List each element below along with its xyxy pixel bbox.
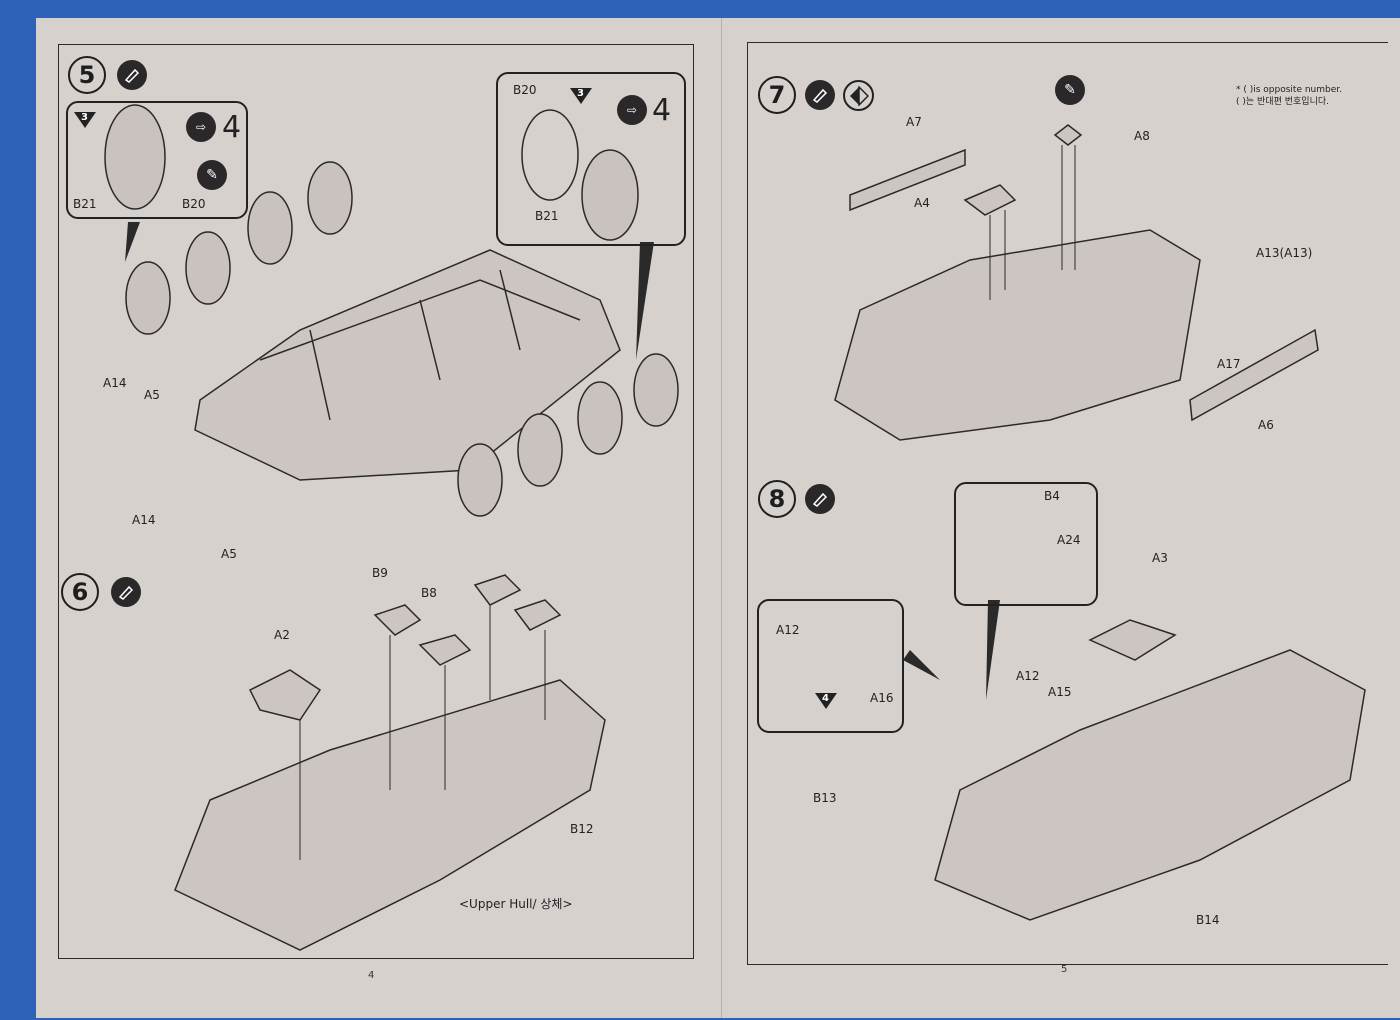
detail-pointer xyxy=(986,600,1000,700)
part-label-a7: A7 xyxy=(906,115,922,129)
part-label-b9: B9 xyxy=(372,566,388,580)
step-number-7: 7 xyxy=(758,76,796,114)
step-number-5: 5 xyxy=(68,56,106,94)
repeat-icon: ⇨ xyxy=(186,112,216,142)
detail-pointer xyxy=(125,222,140,262)
opposite-number-note: * ( )is opposite number. ( )는 반대편 번호입니다. xyxy=(1236,84,1342,108)
part-label-a6: A6 xyxy=(1258,418,1274,432)
note-ko: ( )는 반대편 번호입니다. xyxy=(1236,97,1329,107)
part-label-a2: A2 xyxy=(274,628,290,642)
part-label-a12: A12 xyxy=(1016,669,1040,683)
part-label-a5: A5 xyxy=(144,388,160,402)
detail-pointer xyxy=(903,650,940,680)
part-label-a3: A3 xyxy=(1152,551,1168,565)
part-label-b21: B21 xyxy=(73,197,97,211)
paint-icon xyxy=(843,80,874,111)
part-label-a5: A5 xyxy=(221,547,237,561)
step-number-6: 6 xyxy=(61,573,99,611)
note-en: * ( )is opposite number. xyxy=(1236,85,1343,95)
wheels-step5 xyxy=(104,104,679,517)
part-label-b13: B13 xyxy=(813,791,837,805)
part-label-b20: B20 xyxy=(513,83,537,97)
repeat-icon: ⇨ xyxy=(617,95,647,125)
part-label-a4: A4 xyxy=(914,196,930,210)
glue-icon xyxy=(117,60,147,90)
part-label-a12: A12 xyxy=(776,623,800,637)
page-number-right: 5 xyxy=(1061,964,1068,975)
step8-hull-drawing xyxy=(934,619,1366,921)
assembly-lines-step7 xyxy=(989,145,1076,300)
part-label-b8: B8 xyxy=(421,586,437,600)
step-number-8: 8 xyxy=(758,480,796,518)
step8-detail-top xyxy=(954,482,1098,606)
upper-hull-drawing xyxy=(174,574,606,951)
part-label-b12: B12 xyxy=(570,822,594,836)
step5-detail-left xyxy=(66,101,248,219)
part-label-b20: B20 xyxy=(182,197,206,211)
glue-icon xyxy=(805,484,835,514)
part-label-a13: A13(A13) xyxy=(1256,246,1313,260)
part-label-a24: A24 xyxy=(1057,533,1081,547)
step7-hull-drawing xyxy=(834,124,1319,441)
page-4-frame xyxy=(58,44,694,959)
glue-icon xyxy=(805,80,835,110)
part-label-a17: A17 xyxy=(1217,357,1241,371)
step8-detail-left xyxy=(757,599,904,733)
triangle-marker: 3 xyxy=(570,88,592,104)
step5-detail-right xyxy=(496,72,686,246)
part-label-a8: A8 xyxy=(1134,129,1150,143)
assembly-lines-step6 xyxy=(299,605,546,860)
knife-icon: ✎ xyxy=(197,160,227,190)
repeat-count: 4 xyxy=(652,93,672,128)
page-number-left: 4 xyxy=(368,970,375,981)
part-label-a14: A14 xyxy=(103,376,127,390)
part-label-a16: A16 xyxy=(870,691,894,705)
part-label-a14: A14 xyxy=(132,513,156,527)
page-spine xyxy=(721,18,722,1018)
part-label-b14: B14 xyxy=(1196,913,1220,927)
glue-icon xyxy=(111,577,141,607)
triangle-marker: 4 xyxy=(815,693,837,709)
chassis-drawing xyxy=(194,249,621,481)
triangle-marker: 3 xyxy=(74,112,96,128)
part-label-b4: B4 xyxy=(1044,489,1060,503)
repeat-count: 4 xyxy=(222,110,242,145)
part-label-a15: A15 xyxy=(1048,685,1072,699)
knife-icon: ✎ xyxy=(1055,75,1085,105)
part-label-b21: B21 xyxy=(535,209,559,223)
upper-hull-caption: <Upper Hull/ 상체> xyxy=(459,897,573,911)
detail-pointer xyxy=(636,242,654,360)
page-5-frame xyxy=(747,42,1388,965)
